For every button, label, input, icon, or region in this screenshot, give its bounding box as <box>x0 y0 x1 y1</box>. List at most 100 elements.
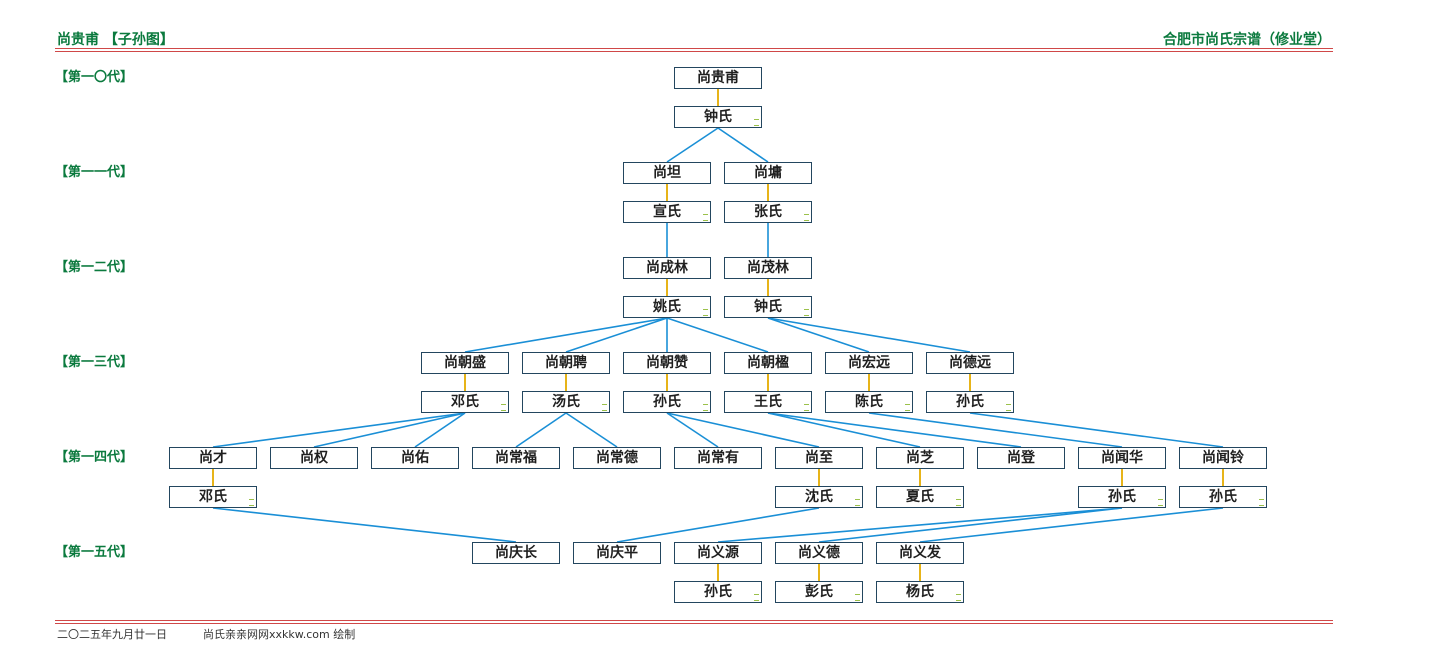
person-node-yifa[interactable]: 尚义发 <box>876 542 964 564</box>
spouse-node-yidew[interactable]: 彭氏 <box>775 581 863 603</box>
parent-link <box>565 412 618 448</box>
person-node-wenling[interactable]: 尚闻铃 <box>1179 447 1267 469</box>
footer-date: 二〇二五年九月廿一日 <box>57 628 167 641</box>
person-node-deyuan[interactable]: 尚德远 <box>926 352 1014 374</box>
parent-link <box>868 412 1123 448</box>
detail-icon <box>1158 499 1163 506</box>
parent-link <box>212 412 466 448</box>
spouse-name: 汤氏 <box>552 394 580 410</box>
person-node-changde[interactable]: 尚常德 <box>573 447 661 469</box>
detail-icon <box>703 309 708 316</box>
detail-icon <box>804 214 809 221</box>
spouse-node-wenhuaw[interactable]: 孙氏 <box>1078 486 1166 508</box>
person-node-yiyuan[interactable]: 尚义源 <box>674 542 762 564</box>
person-name: 尚朝楹 <box>747 355 789 371</box>
parent-link <box>666 412 719 448</box>
person-name: 尚朝盛 <box>444 355 486 371</box>
person-node-qingping[interactable]: 尚庆平 <box>573 542 661 564</box>
spouse-node-chaoshengw[interactable]: 邓氏 <box>421 391 509 413</box>
person-node-zhi2[interactable]: 尚芝 <box>876 447 964 469</box>
header-rule-secondary <box>55 51 1333 52</box>
spouse-node-chaopinw[interactable]: 汤氏 <box>522 391 610 413</box>
person-node-changfu[interactable]: 尚常福 <box>472 447 560 469</box>
person-name: 尚坦 <box>653 165 681 181</box>
parent-link <box>313 412 466 448</box>
detail-icon <box>249 499 254 506</box>
footer-rule <box>55 620 1333 621</box>
detail-icon <box>1259 499 1264 506</box>
spouse-node-maolinw[interactable]: 钟氏 <box>724 296 812 318</box>
parent-link <box>969 412 1224 448</box>
person-node-maolin[interactable]: 尚茂林 <box>724 257 812 279</box>
spouse-node-yongw[interactable]: 张氏 <box>724 201 812 223</box>
person-node-chenglin[interactable]: 尚成林 <box>623 257 711 279</box>
spouse-node-chaozanw[interactable]: 孙氏 <box>623 391 711 413</box>
person-node-yide[interactable]: 尚义德 <box>775 542 863 564</box>
person-node-qingchang[interactable]: 尚庆长 <box>472 542 560 564</box>
person-node-yong[interactable]: 尚墉 <box>724 162 812 184</box>
person-node-chaoying[interactable]: 尚朝楹 <box>724 352 812 374</box>
spouse-node-zhiw[interactable]: 沈氏 <box>775 486 863 508</box>
person-node-wenhua[interactable]: 尚闻华 <box>1078 447 1166 469</box>
spouse-node-tanw[interactable]: 宣氏 <box>623 201 711 223</box>
spouse-node-deyuanw[interactable]: 孙氏 <box>926 391 1014 413</box>
person-name: 尚贵甫 <box>697 70 739 86</box>
parent-link <box>919 507 1224 543</box>
spouse-name: 孙氏 <box>704 584 732 600</box>
person-node-cai[interactable]: 尚才 <box>169 447 257 469</box>
parent-link <box>212 507 517 543</box>
spouse-name: 沈氏 <box>805 489 833 505</box>
person-node-chaozan[interactable]: 尚朝赞 <box>623 352 711 374</box>
person-node-hongyuan[interactable]: 尚宏远 <box>825 352 913 374</box>
footer-credit: 尚氏亲亲网网xxkkw.com 绘制 <box>203 628 356 641</box>
spouse-name: 孙氏 <box>1209 489 1237 505</box>
person-node-quan[interactable]: 尚权 <box>270 447 358 469</box>
spouse-node-g10w[interactable]: 钟氏 <box>674 106 762 128</box>
parent-link <box>767 412 1022 448</box>
person-node-you[interactable]: 尚佑 <box>371 447 459 469</box>
person-name: 尚登 <box>1007 450 1035 466</box>
detail-icon <box>703 404 708 411</box>
person-name: 尚成林 <box>646 260 688 276</box>
detail-icon <box>703 214 708 221</box>
spouse-node-yifaw[interactable]: 杨氏 <box>876 581 964 603</box>
person-name: 尚才 <box>199 450 227 466</box>
person-node-g10[interactable]: 尚贵甫 <box>674 67 762 89</box>
generation-label-13: 【第一三代】 <box>55 355 134 370</box>
person-name: 尚芝 <box>906 450 934 466</box>
spouse-node-chaoyingw[interactable]: 王氏 <box>724 391 812 413</box>
spouse-name: 杨氏 <box>906 584 934 600</box>
chart-title: 尚贵甫 【子孙图】 <box>57 32 174 48</box>
person-name: 尚闻华 <box>1101 450 1143 466</box>
parent-link <box>666 412 820 448</box>
spouse-name: 邓氏 <box>199 489 227 505</box>
spouse-name: 张氏 <box>754 204 782 220</box>
person-node-chaosheng[interactable]: 尚朝盛 <box>421 352 509 374</box>
spouse-name: 孙氏 <box>1108 489 1136 505</box>
parent-link <box>666 127 719 163</box>
spouse-node-yiyuanw[interactable]: 孙氏 <box>674 581 762 603</box>
spouse-name: 邓氏 <box>451 394 479 410</box>
spouse-node-zhi2w[interactable]: 夏氏 <box>876 486 964 508</box>
spouse-node-hongyuanw[interactable]: 陈氏 <box>825 391 913 413</box>
spouse-node-chenglinw[interactable]: 姚氏 <box>623 296 711 318</box>
generation-label-14: 【第一四代】 <box>55 450 134 465</box>
person-node-deng[interactable]: 尚登 <box>977 447 1065 469</box>
person-name: 尚佑 <box>401 450 429 466</box>
spouse-node-caiw[interactable]: 邓氏 <box>169 486 257 508</box>
person-node-chaopin[interactable]: 尚朝聘 <box>522 352 610 374</box>
spouse-name: 夏氏 <box>906 489 934 505</box>
person-node-tan[interactable]: 尚坦 <box>623 162 711 184</box>
person-node-zhi[interactable]: 尚至 <box>775 447 863 469</box>
parent-link <box>565 317 668 353</box>
person-name: 尚德远 <box>949 355 991 371</box>
spouse-name: 孙氏 <box>956 394 984 410</box>
spouse-name: 陈氏 <box>855 394 883 410</box>
detail-icon <box>501 404 506 411</box>
detail-icon <box>754 119 759 126</box>
parent-link <box>414 412 466 448</box>
person-node-changyou[interactable]: 尚常有 <box>674 447 762 469</box>
detail-icon <box>602 404 607 411</box>
spouse-node-wenlingw[interactable]: 孙氏 <box>1179 486 1267 508</box>
